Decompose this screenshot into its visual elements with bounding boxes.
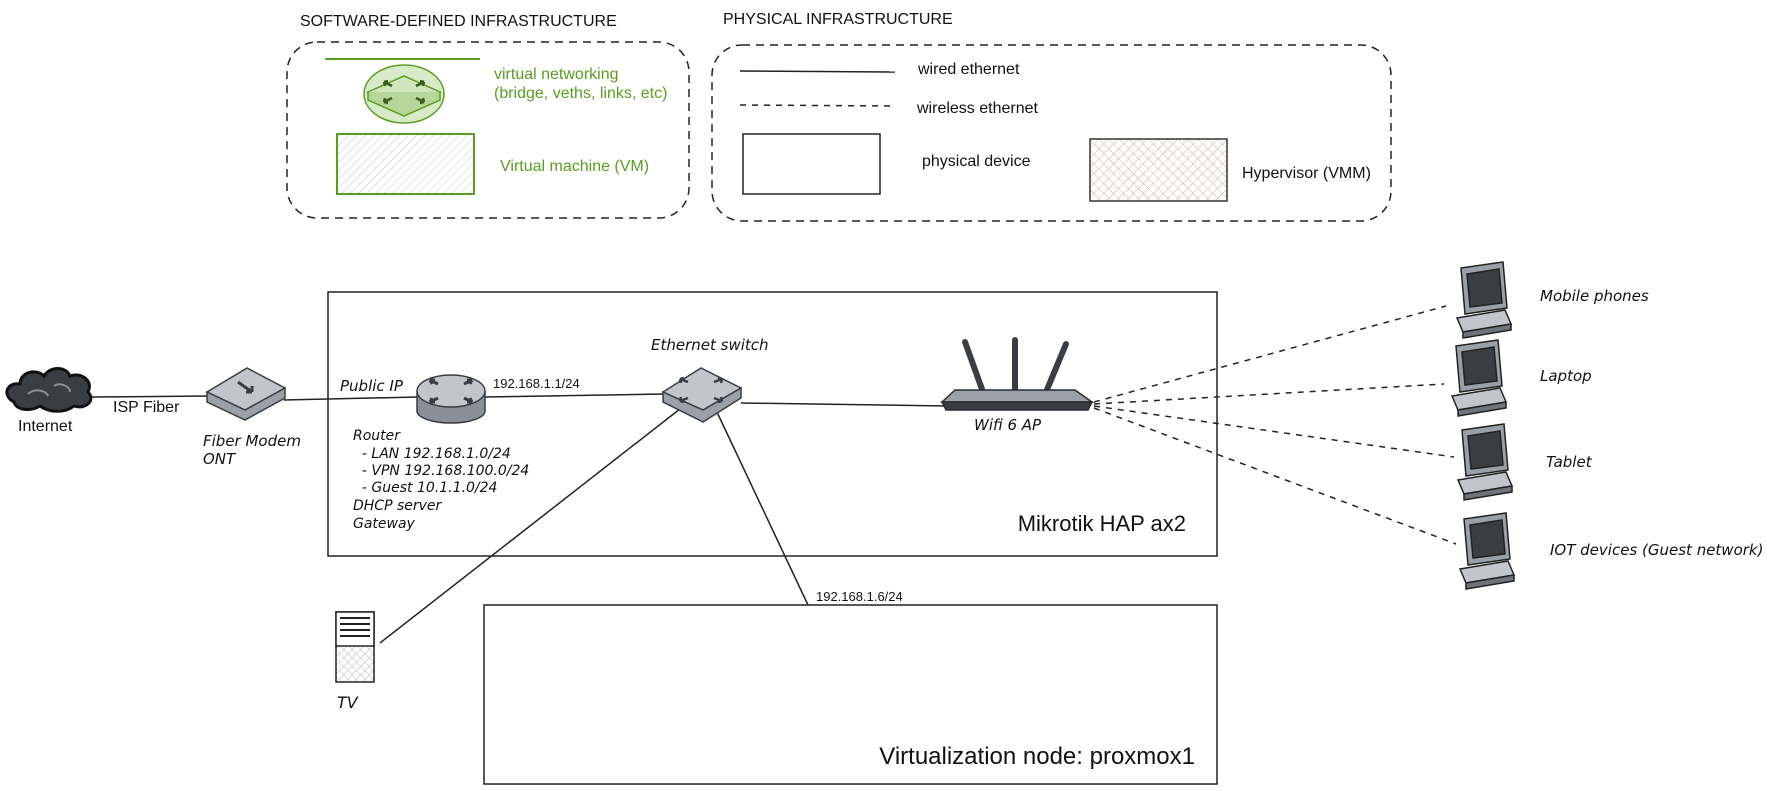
tv-icon: [335, 611, 375, 683]
public-ip-label: Public IP: [340, 377, 404, 395]
legend-physical-device-box: [742, 133, 881, 195]
link-ap-iot: [1093, 407, 1457, 545]
router-note-line: - Guest 10.1.1.0/24: [353, 480, 497, 496]
proxmox-label: Virtualization node: proxmox1: [879, 743, 1195, 770]
router-note-line: Gateway: [353, 516, 416, 532]
ethernet-switch-icon: [661, 367, 743, 423]
link-modem-router: [283, 396, 419, 401]
router-note-line: Router: [353, 428, 401, 444]
legend-wireless-label: wireless ethernet: [916, 100, 1039, 117]
link-switch-ap: [740, 402, 949, 407]
legend-virtual-networking-detail: (bridge, veths, links, etc): [494, 85, 667, 102]
wifi-ap-label: Wifi 6 AP: [974, 416, 1042, 434]
mikrotik-label: Mikrotik HAP ax2: [1018, 511, 1186, 536]
router-ip-label: 192.168.1.1/24: [493, 376, 580, 391]
computer-icon: [1458, 512, 1516, 590]
modem-label-line1: Fiber Modem: [203, 432, 301, 450]
fiber-modem-icon: [205, 367, 287, 421]
physical-legend-title: PHYSICAL INFRASTRUCTURE: [723, 11, 953, 28]
legend-hypervisor-label: Hypervisor (VMM): [1242, 165, 1371, 182]
computer-icon: [1455, 261, 1513, 339]
link-internet-modem: [91, 395, 211, 398]
legend-physical-device-label: physical device: [922, 153, 1031, 170]
router-note-line: - VPN 192.168.100.0/24: [353, 463, 529, 479]
link-ap-tablet: [1093, 405, 1455, 458]
computer-icon: [1450, 339, 1508, 417]
modem-label-line2: ONT: [203, 450, 237, 468]
legend-vm-box: [336, 133, 475, 195]
link-switch-tv: [379, 404, 686, 644]
link-ap-laptop: [1093, 383, 1445, 405]
link-switch-proxmox: [715, 409, 809, 606]
link-ap-mobile: [1093, 305, 1447, 403]
legend-wireless-line: [739, 104, 896, 107]
isp-fiber-label: ISP Fiber: [113, 399, 180, 416]
client-iot-devices: IOT devices (Guest network): [1458, 512, 1763, 590]
legend-hypervisor-box: [1089, 138, 1228, 202]
proxmox-ip-label: 192.168.1.6/24: [816, 589, 903, 604]
tv-label: TV: [337, 693, 359, 712]
client-label: IOT devices (Guest network): [1550, 541, 1763, 559]
client-mobile-phones: Mobile phones: [1455, 261, 1649, 339]
software-legend-title: SOFTWARE-DEFINED INFRASTRUCTURE: [300, 13, 617, 30]
internet-cloud-icon: [5, 367, 93, 413]
router-notes: Router - LAN 192.168.1.0/24 - VPN 192.16…: [353, 428, 529, 532]
proxmox-box: [483, 604, 1218, 785]
client-label: Mobile phones: [1540, 287, 1649, 305]
router-icon: [416, 374, 486, 424]
internet-label: Internet: [18, 418, 73, 435]
link-router-switch: [483, 393, 665, 398]
legend-virtual-switch-icon: [363, 64, 445, 124]
router-note-line: DHCP server: [353, 498, 443, 514]
legend-wired-label: wired ethernet: [917, 61, 1020, 78]
physical-legend-box: [711, 44, 1392, 222]
ethernet-switch-label: Ethernet switch: [651, 336, 769, 354]
computer-icon: [1456, 423, 1514, 501]
wifi-ap-icon: [940, 337, 1095, 411]
client-label: Laptop: [1540, 367, 1592, 385]
client-tablet: Tablet: [1456, 423, 1593, 501]
software-legend-box: [286, 41, 690, 219]
legend-wired-line: [739, 70, 896, 73]
legend-virtual-networking-label: virtual networking: [494, 66, 619, 83]
legend-vm-label: Virtual machine (VM): [500, 158, 649, 175]
client-laptop: Laptop: [1450, 339, 1592, 417]
client-label: Tablet: [1546, 453, 1593, 471]
router-note-line: - LAN 192.168.1.0/24: [353, 446, 511, 462]
